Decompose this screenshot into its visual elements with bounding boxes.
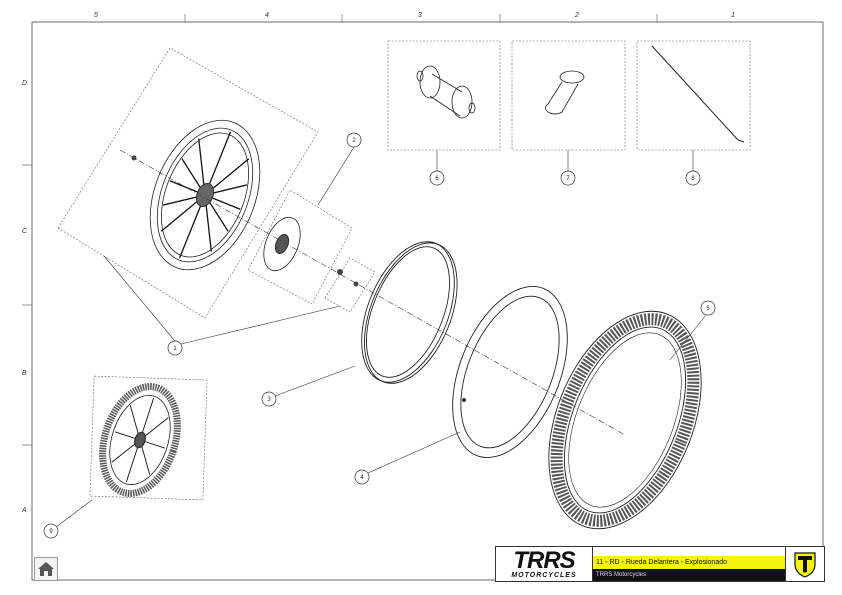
balloon-label: 1 <box>173 346 177 352</box>
valve-part <box>545 70 585 115</box>
drawing-subtitle: TRRS Motorcycles <box>593 569 785 581</box>
column-label: 4 <box>265 12 269 19</box>
brake-disc <box>263 216 301 272</box>
hub-part <box>416 65 476 119</box>
balloon-7 <box>560 170 576 186</box>
detail-box-wheel <box>57 47 319 319</box>
balloons <box>43 132 716 539</box>
column-label: 2 <box>575 12 579 19</box>
home-button[interactable] <box>34 557 58 581</box>
drawing-frame <box>31 21 824 581</box>
row-label: D <box>22 80 28 87</box>
balloon-2 <box>346 132 362 148</box>
logo-subtext: MOTORCYCLES <box>511 571 577 579</box>
row-label: B <box>22 370 27 377</box>
balloon-9 <box>43 523 59 539</box>
assembled-wheel <box>99 383 181 497</box>
balloon-1 <box>167 340 183 356</box>
detail-box-valve <box>511 40 626 151</box>
detail-box-hub <box>387 40 501 151</box>
inner-tube-part <box>452 286 568 458</box>
balloon-6 <box>429 170 445 186</box>
title-block: TRRS MOTORCYCLES 11 - RD - Rueda Delante… <box>495 546 825 582</box>
axle-parts <box>131 155 359 287</box>
balloon-label: 8 <box>691 176 695 182</box>
balloon-8 <box>685 170 701 186</box>
detail-box-axle <box>324 257 376 313</box>
rim-part <box>361 241 458 384</box>
column-label: 3 <box>418 12 422 19</box>
column-label: 1 <box>731 12 735 19</box>
detail-box-assembled <box>89 375 208 501</box>
column-label: 5 <box>94 12 98 19</box>
balloon-4 <box>354 469 370 485</box>
logo-text: TRRS <box>513 546 575 574</box>
trrs-logo: TRRS MOTORCYCLES <box>496 547 593 581</box>
balloon-label: 9 <box>49 529 53 535</box>
row-label: A <box>22 507 27 514</box>
balloon-3 <box>261 391 277 407</box>
drawing-title: 11 - RD - Rueda Delantera - Explosionado <box>593 556 785 569</box>
balloon-label: 5 <box>706 306 710 312</box>
detail-box-disc <box>247 189 353 305</box>
balloon-label: 3 <box>267 397 271 403</box>
tyre-part <box>548 310 702 530</box>
balloon-5 <box>700 300 716 316</box>
row-label: C <box>22 228 28 235</box>
trrs-badge-icon <box>785 547 824 581</box>
balloon-label: 6 <box>435 176 439 182</box>
spoke-part <box>651 45 745 143</box>
balloon-label: 4 <box>360 475 364 481</box>
balloon-label: 7 <box>566 176 570 182</box>
balloon-label: 2 <box>352 138 356 144</box>
home-icon <box>38 562 54 576</box>
wheel-assembly <box>149 119 261 271</box>
detail-box-spoke <box>636 40 751 151</box>
